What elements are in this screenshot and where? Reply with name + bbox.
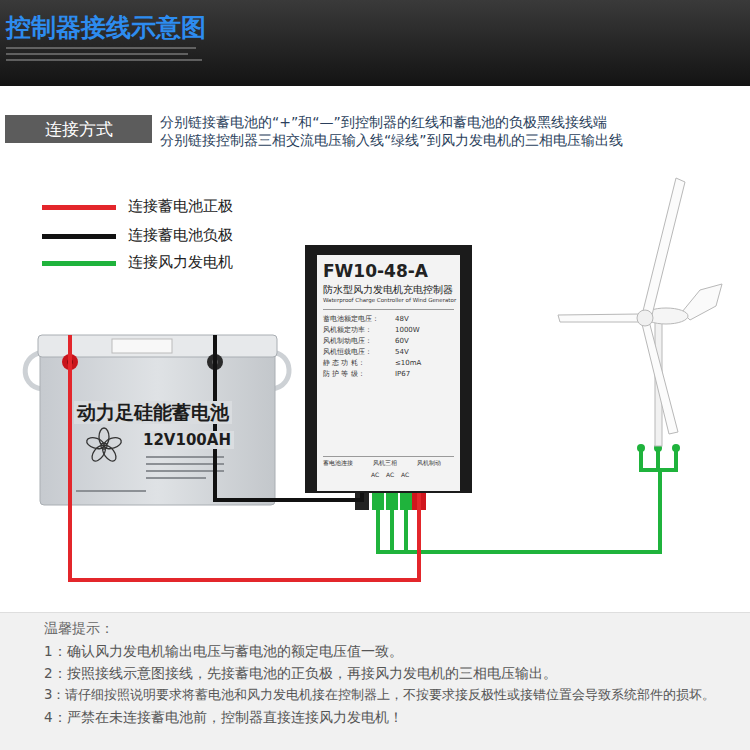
charge-controller-text: 54V (395, 348, 409, 356)
legend-swatch (42, 205, 116, 210)
tip-note: 4：严禁在未连接蓄电池前，控制器直接连接风力发电机！ (44, 709, 403, 725)
legend-text: 连接风力发电机 (128, 253, 233, 271)
charge-controller-text: 48V (395, 315, 409, 323)
tip-heading: 温馨提示： (44, 620, 114, 637)
legend-swatch (42, 234, 116, 239)
battery-illustration (25, 335, 289, 505)
legend-text: 连接蓄电池负极 (128, 226, 233, 244)
banner-microtext (6, 47, 202, 61)
legend-text: 连接蓄电池正极 (128, 197, 233, 215)
charge-controller-text: 风机制动 (417, 460, 441, 467)
charge-controller-text: IP67 (395, 370, 410, 378)
title-banner (0, 0, 750, 86)
charge-controller: FW10-48-A 防水型风力发电机充电控制器 Waterproof Charge … (305, 245, 472, 493)
charge-controller-text: 1000W (395, 326, 420, 334)
battery-text: 12V100AH (140, 431, 234, 449)
panel-rule (323, 309, 454, 310)
wind-turbine (558, 178, 722, 446)
charge-controller-text: AC (371, 471, 379, 478)
charge-controller-text: 静 态 功 耗： (323, 359, 365, 367)
battery-text: 动力足硅能蓄电池 (74, 401, 232, 424)
charge-controller-text: Waterproof Charge Controller of Wind Gen… (323, 297, 456, 304)
charge-controller-text: AC (386, 471, 394, 478)
charge-controller-text: 防水型风力发电机充电控制器 (323, 284, 453, 295)
tip-note: 2：按照接线示意图接线，先接蓄电池的正负极，再接风力发电机的三相电压输出。 (44, 665, 557, 681)
instruction-text: 分别链接蓄电池的“+”和“—”到控制器的红线和蓄电池的负极黑线接线端 (160, 114, 607, 131)
charge-controller-text: 蓄电池额定电压： (323, 315, 379, 323)
controller-terminals (355, 493, 426, 510)
charge-controller-text: 60V (395, 337, 409, 345)
charge-controller-text: 防 护 等 级： (323, 370, 365, 378)
tip-note: 1：确认风力发电机输出电压与蓄电池的额定电压值一致。 (44, 643, 403, 659)
instruction-text: 分别链接控制器三相交流电压输入线“绿线”到风力发电机的三相电压输出线 (160, 132, 623, 149)
charge-controller-text: ≤10mA (395, 359, 421, 367)
charge-controller-text: 蓄电池连接 (323, 460, 353, 467)
method-tag-text: 连接方式 (45, 119, 113, 139)
battery: 动力足硅能蓄电池 12V100AH (38, 335, 277, 505)
charge-controller-text: 风机三相 (373, 460, 397, 467)
tip-note: 3：请仔细按照说明要求将蓄电池和风力发电机接在控制器上，不按要求接反极性或接错位… (44, 687, 715, 703)
charge-controller-text: 风机额定功率： (323, 326, 372, 334)
page-title: 控制器接线示意图 (6, 13, 206, 43)
charge-controller-text: AC (401, 471, 409, 478)
label-panel: FW10-48-A 防水型风力发电机充电控制器 Waterproof Charge … (317, 255, 460, 491)
charge-controller-text: FW10-48-A (323, 261, 428, 281)
tips-panel (0, 612, 750, 750)
legend-swatch (42, 261, 116, 266)
tips-divider (0, 612, 750, 613)
charge-controller-text: 风机恒载电压： (323, 348, 372, 356)
charge-controller-text: 风机制动电压： (323, 337, 372, 345)
panel-rule (323, 456, 454, 457)
method-tag: 连接方式 (5, 115, 152, 143)
